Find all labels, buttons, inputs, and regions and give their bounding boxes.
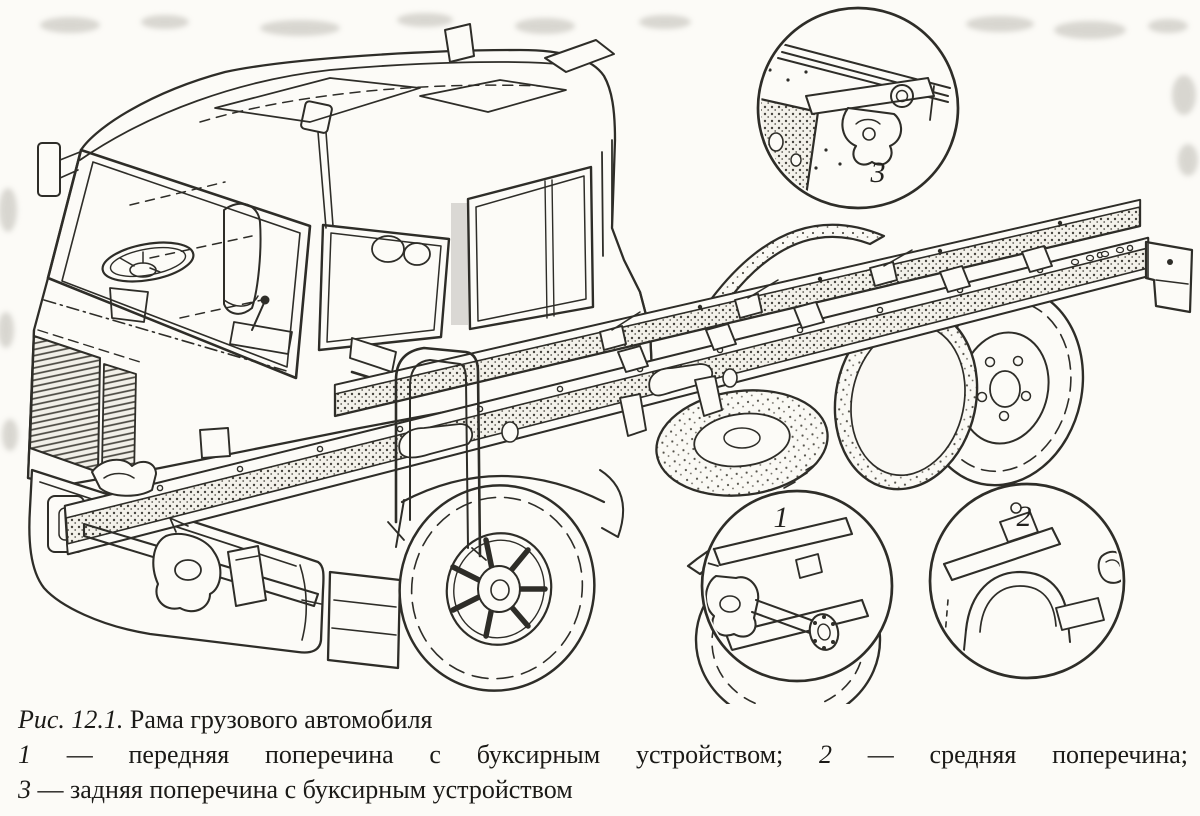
legend-item-3-text: — задняя поперечина с буксирным устройст… [37,775,573,804]
caption-legend-line-2: 3 — задняя поперечина с буксирным устрой… [18,772,1188,807]
tow-hook [91,458,157,497]
bleed-through-artifact [0,13,1198,451]
legend-item-1-number: 1 [18,740,31,769]
front-crossmember-assembly [82,427,320,613]
inset-label-2: 2 [1017,500,1032,533]
legend-item-3-number: 3 [18,775,31,804]
front-fender [400,475,606,504]
driver-seat [223,202,262,315]
towing-jaw [152,517,222,613]
legend-item-1-text: — передняя поперечина с буксирным устрой… [66,740,784,769]
grille [29,335,101,473]
inset-label-3: 3 [870,156,886,189]
figure-illustration: 3 1 [0,6,1198,704]
rear-wheels [833,285,1085,491]
step-box [326,570,402,670]
right-mirror [300,100,334,229]
left-mirror [37,142,81,197]
figure-title: Рама грузового автомобиля [129,705,433,734]
cab-mount-bracket [349,337,487,561]
inset-front-crossmember: 1 [700,489,894,683]
spare-tire [655,389,829,497]
inset-label-1: 1 [774,501,789,534]
caption-title-line: Рис. 12.1. Рама грузового автомобиля [18,702,1188,737]
legend-item-2-text: — средняя поперечина; [867,740,1189,769]
arch-crossmember [964,570,1070,632]
chassis-frame-far-rail [333,198,1142,418]
inset-rear-crossmember: 3 [756,6,960,210]
figure-caption: Рис. 12.1. Рама грузового автомобиля 1 —… [18,702,1188,807]
rear-fender-far [710,223,886,300]
caption-legend-line-1: 1 — передняя поперечина с буксирным устр… [18,737,1188,772]
figure-number-label: Рис. 12.1. [18,705,124,734]
legend-item-2-number: 2 [819,740,833,769]
gear-lever [229,295,293,355]
rear-tow-bracket [1144,240,1194,314]
steering-wheel [101,241,195,323]
front-wheel [395,469,625,692]
inset-middle-crossmember: 2 [928,482,1126,680]
